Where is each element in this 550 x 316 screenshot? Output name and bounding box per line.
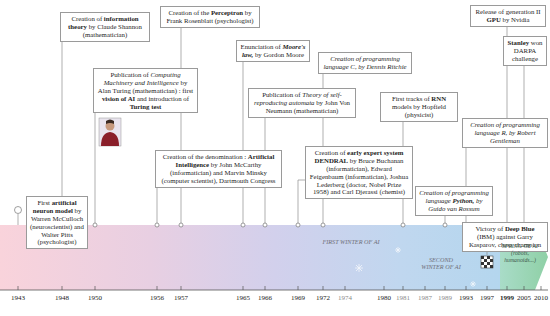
event-box: Creation of programming language Python,… (415, 186, 493, 216)
year-label: 1957 (168, 294, 194, 302)
event-box: Stanley won DARPA challenge (503, 36, 547, 66)
event-text: models by Hopfield (physicist) (392, 103, 446, 118)
event-text: by Claude Shannon (mathematician) (83, 23, 142, 38)
period-label: SECOND WINTER OF AI (420, 256, 462, 271)
event-box: Creation of information theory by Claude… (60, 12, 150, 42)
event-box: Publication of Theory of self-reproducin… (248, 88, 356, 118)
year-label: 1993 (453, 294, 479, 302)
event-text: Victory of (475, 225, 503, 232)
event-text: Release of generation II (475, 8, 540, 15)
year-label: 1974 (332, 294, 358, 302)
event-text: Creation of (315, 149, 346, 156)
event-text: Perceptron (211, 9, 243, 16)
event-box: First tracks of RNN models by Hopfield (… (380, 92, 458, 122)
year-label: 1943 (5, 294, 31, 302)
year-label: 1965 (230, 294, 256, 302)
event-text: by Nvidia (503, 16, 530, 23)
event-text: Python, (453, 197, 475, 204)
turing-portrait (99, 118, 121, 146)
event-text: RNN (431, 95, 446, 102)
event-box: Creation of programming language C, by D… (318, 52, 412, 74)
event-text: Creation of programming language R, by R… (470, 121, 540, 144)
event-text: and introduction of (137, 95, 189, 102)
year-label: 1989 (432, 294, 458, 302)
event-text: Creation of (71, 15, 102, 22)
event-text: by Gordon Moore (255, 51, 304, 58)
leader-lines (18, 10, 524, 255)
event-text: Publication of (110, 71, 148, 78)
event-text: Deep Blue (505, 225, 535, 232)
event-text: Publication of (262, 91, 300, 98)
year-label: 1980 (371, 294, 397, 302)
event-text: Creation of programming language C, by D… (323, 55, 406, 70)
year-ticks (18, 286, 541, 290)
event-text: Creation of the (168, 9, 209, 16)
event-box: Creation of the denomination : Artificia… (155, 150, 282, 188)
year-label: 1956 (144, 294, 170, 302)
event-text: Stanley (508, 39, 530, 46)
event-box: Creation of programming language R, by R… (462, 118, 548, 148)
event-text: vision of AI (102, 95, 135, 102)
year-label: 1972 (310, 294, 336, 302)
event-text: First tracks of (392, 95, 430, 102)
year-label: 1999 (494, 294, 520, 302)
event-text: Enunciation of (241, 43, 281, 50)
year-label: 2010 (528, 294, 550, 302)
event-box: Creation of the Perceptron by Frank Rose… (160, 6, 260, 28)
snowflakes (355, 247, 476, 287)
year-label: 1966 (252, 294, 278, 302)
year-label: 1969 (285, 294, 311, 302)
period-label: FIRST WINTER OF AI (322, 238, 380, 245)
event-box: Creation of early expert system DENDRAL … (305, 146, 413, 199)
year-label: 1987 (412, 294, 438, 302)
event-text: Creation of the denomination : (163, 153, 246, 160)
year-label: 2005 (511, 294, 537, 302)
year-label: 1981 (390, 294, 416, 302)
period-label: SPRING OF AI (robots, humanoids...) (501, 243, 539, 264)
year-label: 1997 (474, 294, 500, 302)
event-text: First (37, 199, 49, 206)
event-box: First artificial neuron model by Warren … (26, 196, 88, 249)
year-label: 1948 (49, 294, 75, 302)
event-box: Enunciation of Moore's law, by Gordon Mo… (236, 40, 310, 62)
event-box: Publication of Computing Machinery and I… (93, 68, 198, 113)
event-text: Turing test (130, 103, 162, 110)
event-text: GPU (486, 16, 500, 23)
year-label: 1950 (82, 294, 108, 302)
chessboard-icon (481, 256, 493, 268)
event-box: Release of generation II GPU by Nvidia (470, 5, 546, 27)
